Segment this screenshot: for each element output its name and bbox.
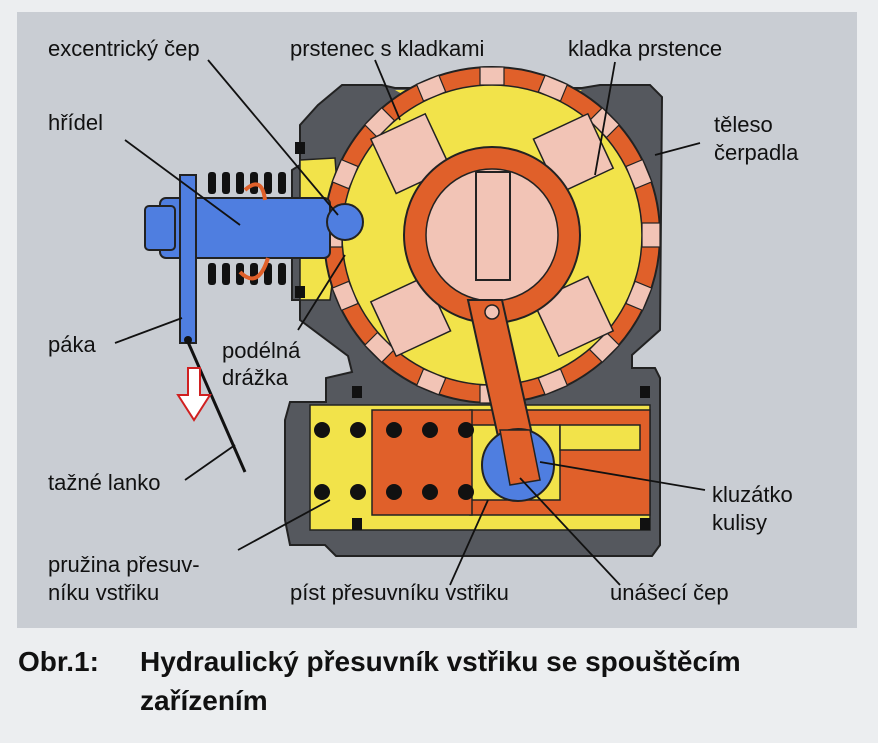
shaft-coil: [278, 263, 286, 285]
shaft-coil: [250, 263, 258, 285]
label-excentricky-cep: excentrický čep: [48, 36, 200, 61]
ring-segment: [641, 222, 661, 248]
shaft-coil: [278, 172, 286, 194]
label-teleso-2: čerpadla: [714, 140, 799, 165]
ring-segment: [363, 106, 396, 139]
spring-coil: [386, 484, 402, 500]
ring-segment: [331, 280, 359, 312]
ring-segment: [537, 74, 569, 102]
spring-coil: [350, 422, 366, 438]
pull-cable: [186, 341, 247, 473]
label-pist: píst přesuvníku vstřiku: [290, 580, 509, 605]
housing-bolt-4: [640, 518, 650, 530]
label-paka: páka: [48, 332, 96, 357]
label-pruzina-1: pružina přesuv-: [48, 552, 200, 577]
spring-coil: [458, 484, 474, 500]
arm-pin: [484, 304, 500, 320]
shaft-coil: [264, 172, 272, 194]
leader-lines: [114, 59, 706, 586]
spring-coil: [386, 422, 402, 438]
housing-bolt-1: [295, 142, 305, 154]
housing-bolt-5: [352, 386, 362, 398]
label-podelna-2: drážka: [222, 365, 289, 390]
housing-bolt-2: [295, 286, 305, 298]
label-teleso-1: těleso: [714, 112, 773, 137]
caption-line-1: Hydraulický přesuvník vstřiku se spouště…: [140, 646, 741, 677]
spring-coil: [314, 422, 330, 438]
housing-bolt-3: [640, 386, 650, 398]
ring-segment: [537, 368, 569, 396]
caption-line-2: zařízením: [140, 685, 268, 716]
spring-coil: [458, 422, 474, 438]
shaft-coil: [236, 172, 244, 194]
housing-bolt-6: [352, 518, 362, 530]
ring-segment: [625, 280, 653, 312]
ring-segment: [588, 331, 621, 364]
piston-body: [371, 409, 473, 516]
label-hridel: hřídel: [48, 110, 104, 135]
arm-end: [499, 429, 541, 486]
caption-number: Obr.1:: [18, 646, 99, 677]
label-podelna-1: podélná: [222, 338, 301, 363]
ring-segment: [415, 368, 447, 396]
ring-segment: [415, 74, 447, 102]
label-unaseci-cep: unášecí čep: [610, 580, 729, 605]
shaft-nut: [144, 205, 176, 251]
lever: [179, 174, 197, 344]
lever-pivot: [184, 336, 192, 344]
shaft-coil: [208, 172, 216, 194]
ring-segment: [625, 158, 653, 190]
piston-channel: [559, 424, 641, 451]
shaft-coil: [222, 263, 230, 285]
shaft-slot: [475, 171, 511, 281]
rotation-arrow-top: [243, 182, 267, 201]
label-prstenec-s-kladkami: prstenec s kladkami: [290, 36, 485, 61]
label-tazne-lanko: tažné lanko: [48, 470, 161, 495]
shaft-coil: [208, 263, 216, 285]
spring-coil: [350, 484, 366, 500]
ring-segment: [479, 66, 505, 86]
spring-coil: [422, 484, 438, 500]
label-pruzina-2: níku vstřiku: [48, 580, 160, 605]
ring-segment: [331, 158, 359, 190]
label-kluzatko-1: kluzátko: [712, 482, 793, 507]
pull-direction-arrow: [176, 367, 212, 422]
ring-segment: [363, 331, 396, 364]
injection-spring: [314, 422, 474, 500]
label-kladka-prstence: kladka prstence: [568, 36, 723, 61]
spring-coil: [314, 484, 330, 500]
rotation-arrow-bottom: [238, 257, 270, 281]
shaft-coil: [222, 172, 230, 194]
label-kluzatko-2: kulisy: [712, 510, 768, 535]
spring-coil: [422, 422, 438, 438]
